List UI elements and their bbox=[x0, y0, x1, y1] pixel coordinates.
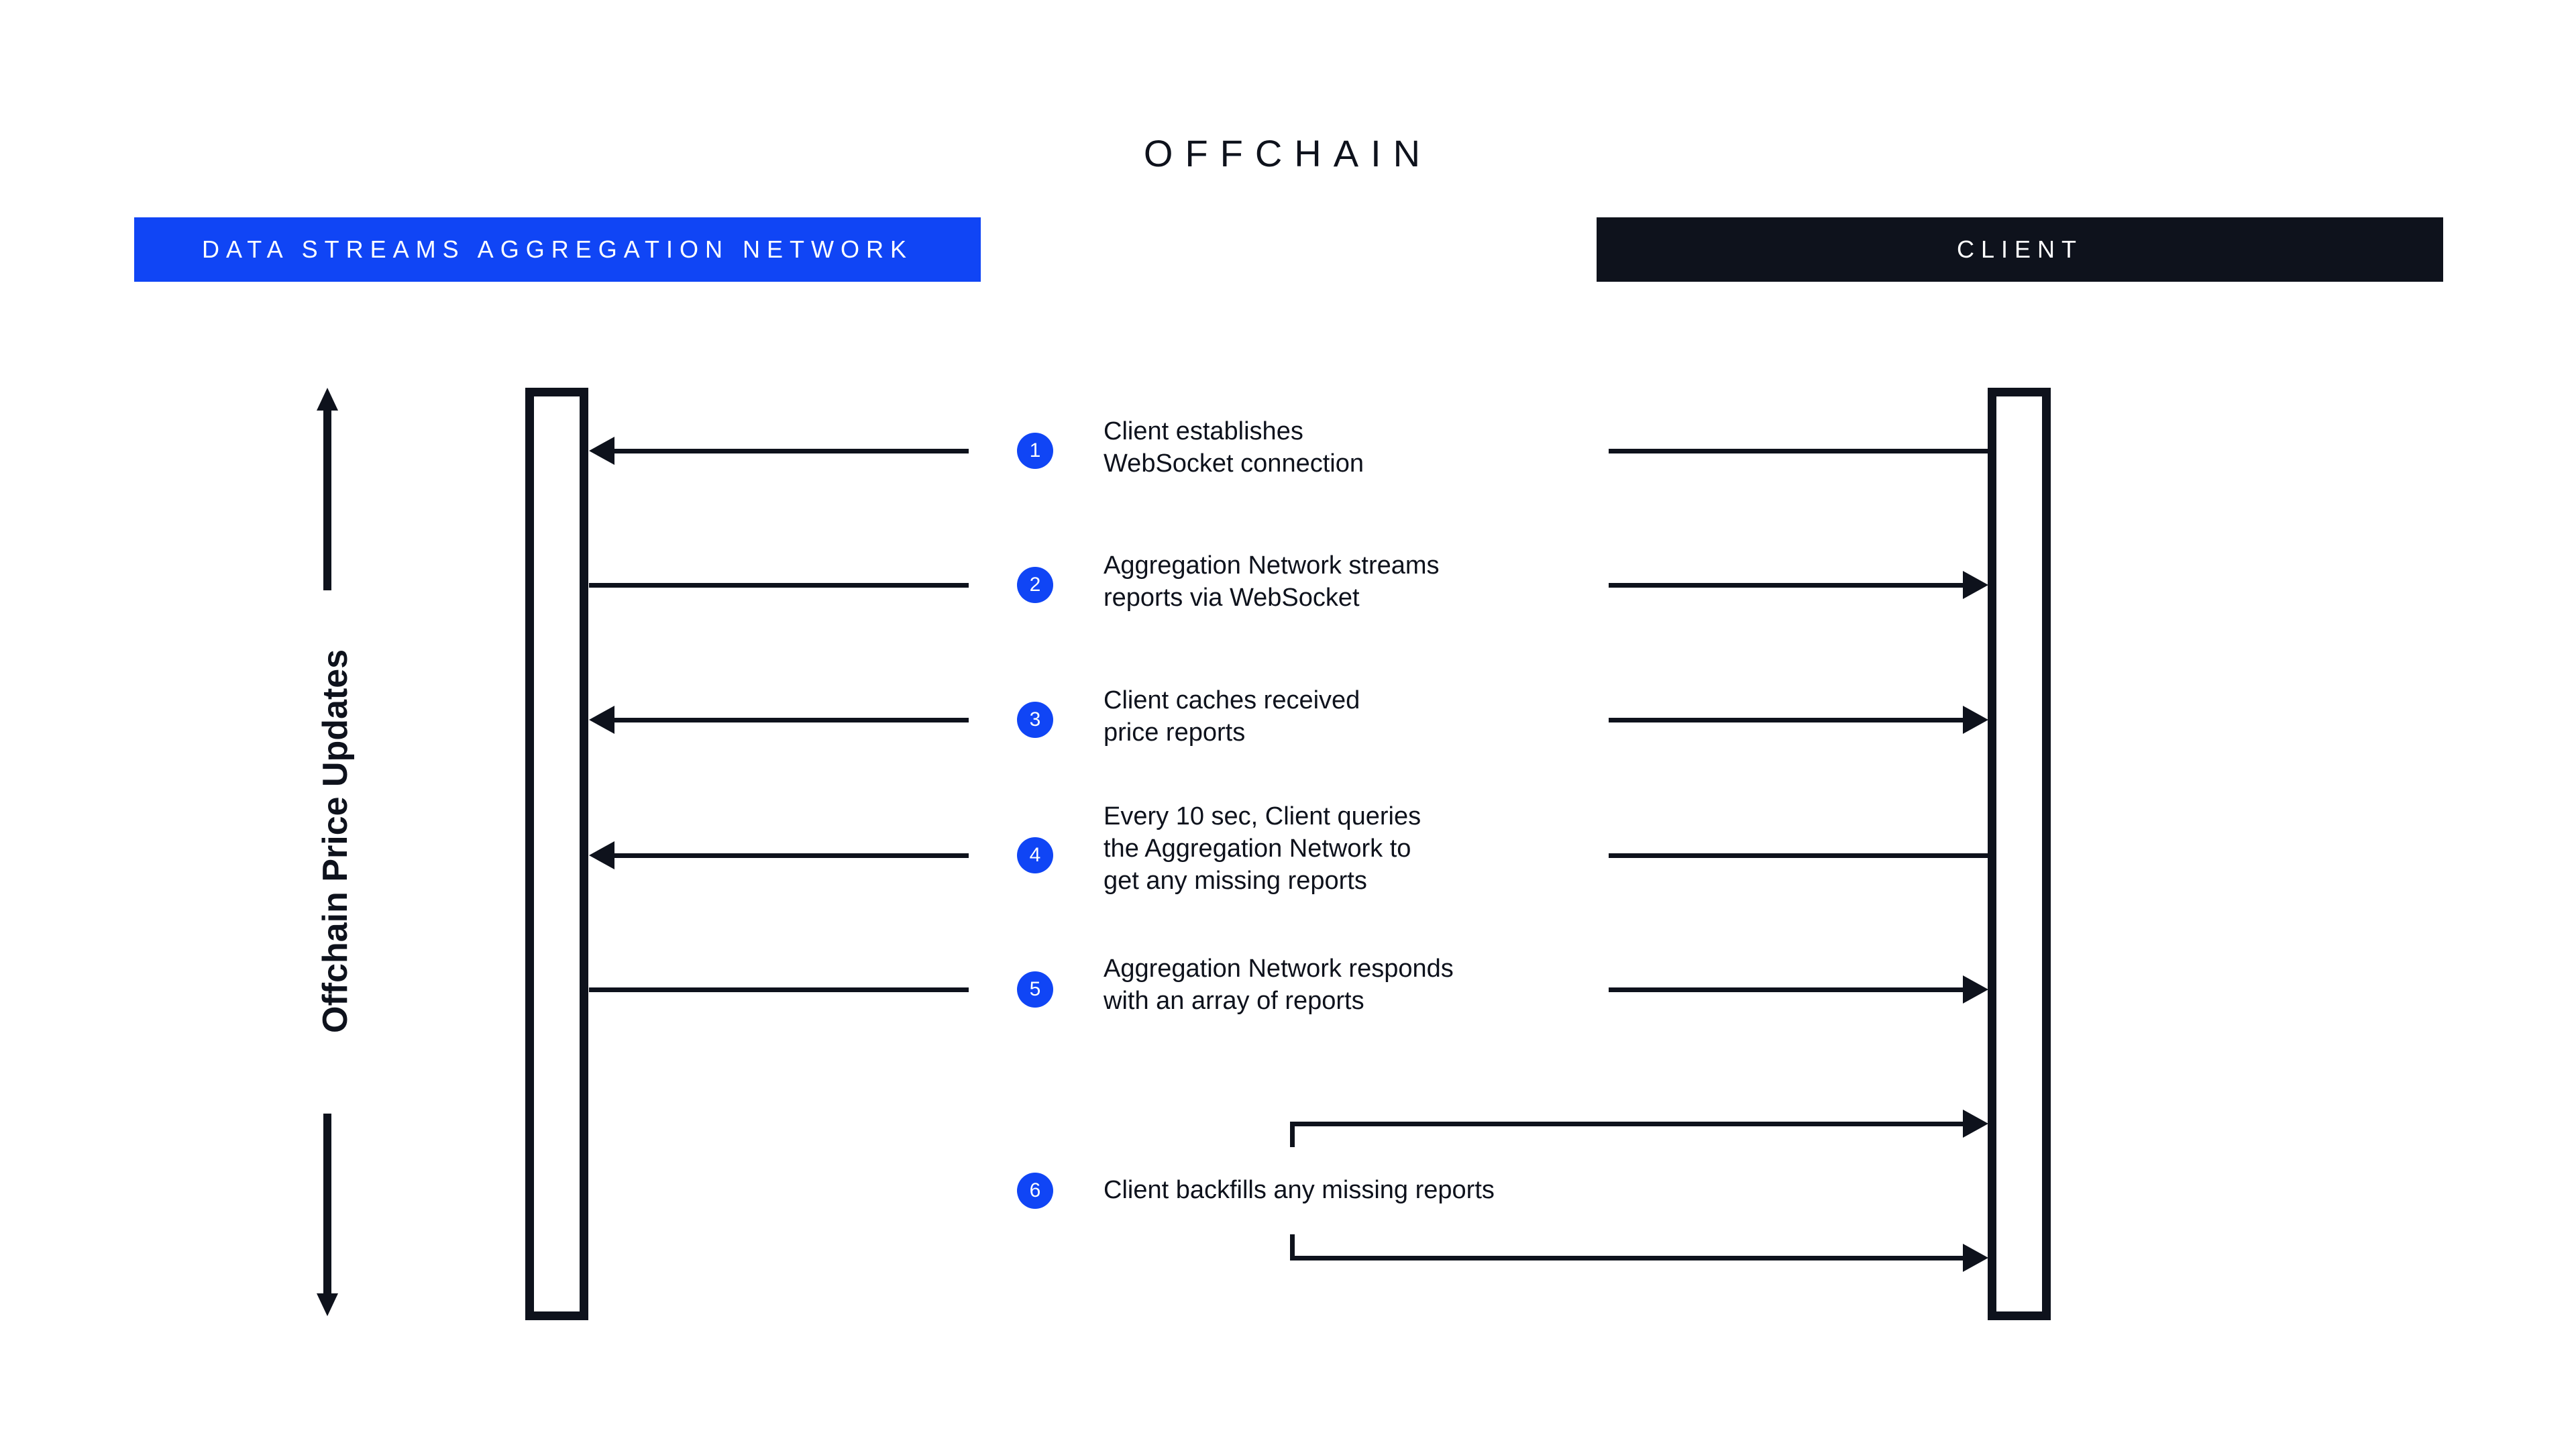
step-text-2: Aggregation Network streams reports via … bbox=[1104, 551, 1440, 612]
step-text-6: Client backfills any missing reports bbox=[1104, 1176, 1495, 1204]
step-number-1: 1 bbox=[1029, 439, 1041, 462]
lifeline-client bbox=[1988, 388, 2051, 1320]
step-text-5: Aggregation Network responds with an arr… bbox=[1104, 955, 1454, 1015]
step-number-2: 2 bbox=[1029, 574, 1041, 596]
step-marker-2: 2 bbox=[1017, 567, 1053, 603]
step-number-5: 5 bbox=[1029, 978, 1041, 1000]
step-text-4: Every 10 sec, Client queries the Aggrega… bbox=[1104, 802, 1421, 895]
lifeline-network bbox=[525, 388, 588, 1320]
step-marker-6: 6 bbox=[1017, 1173, 1053, 1209]
lane-header-client: CLIENT bbox=[1597, 217, 2443, 282]
step-text-3: Client caches received price reports bbox=[1104, 686, 1360, 747]
step-marker-3: 3 bbox=[1017, 702, 1053, 738]
step-number-3: 3 bbox=[1029, 708, 1041, 731]
page-title: OFFCHAIN bbox=[1143, 132, 1433, 174]
lane-header-network-label: DATA STREAMS AGGREGATION NETWORK bbox=[201, 235, 914, 263]
step-text-1: Client establishes WebSocket connection bbox=[1104, 417, 1364, 478]
step-number-4: 4 bbox=[1029, 844, 1041, 866]
step-number-6: 6 bbox=[1029, 1179, 1041, 1201]
double-arrow-icon bbox=[317, 388, 338, 1316]
step-marker-1: 1 bbox=[1017, 433, 1053, 469]
offchain-price-updates-axis: Offchain Price Updates bbox=[268, 376, 402, 1328]
lane-header-client-label: CLIENT bbox=[1956, 235, 2084, 263]
self-loop-stub-top bbox=[1290, 1122, 1295, 1147]
step-marker-5: 5 bbox=[1017, 971, 1053, 1008]
self-loop-stub-bottom bbox=[1290, 1234, 1295, 1260]
step-marker-4: 4 bbox=[1017, 837, 1053, 873]
lane-header-network: DATA STREAMS AGGREGATION NETWORK bbox=[134, 217, 981, 282]
